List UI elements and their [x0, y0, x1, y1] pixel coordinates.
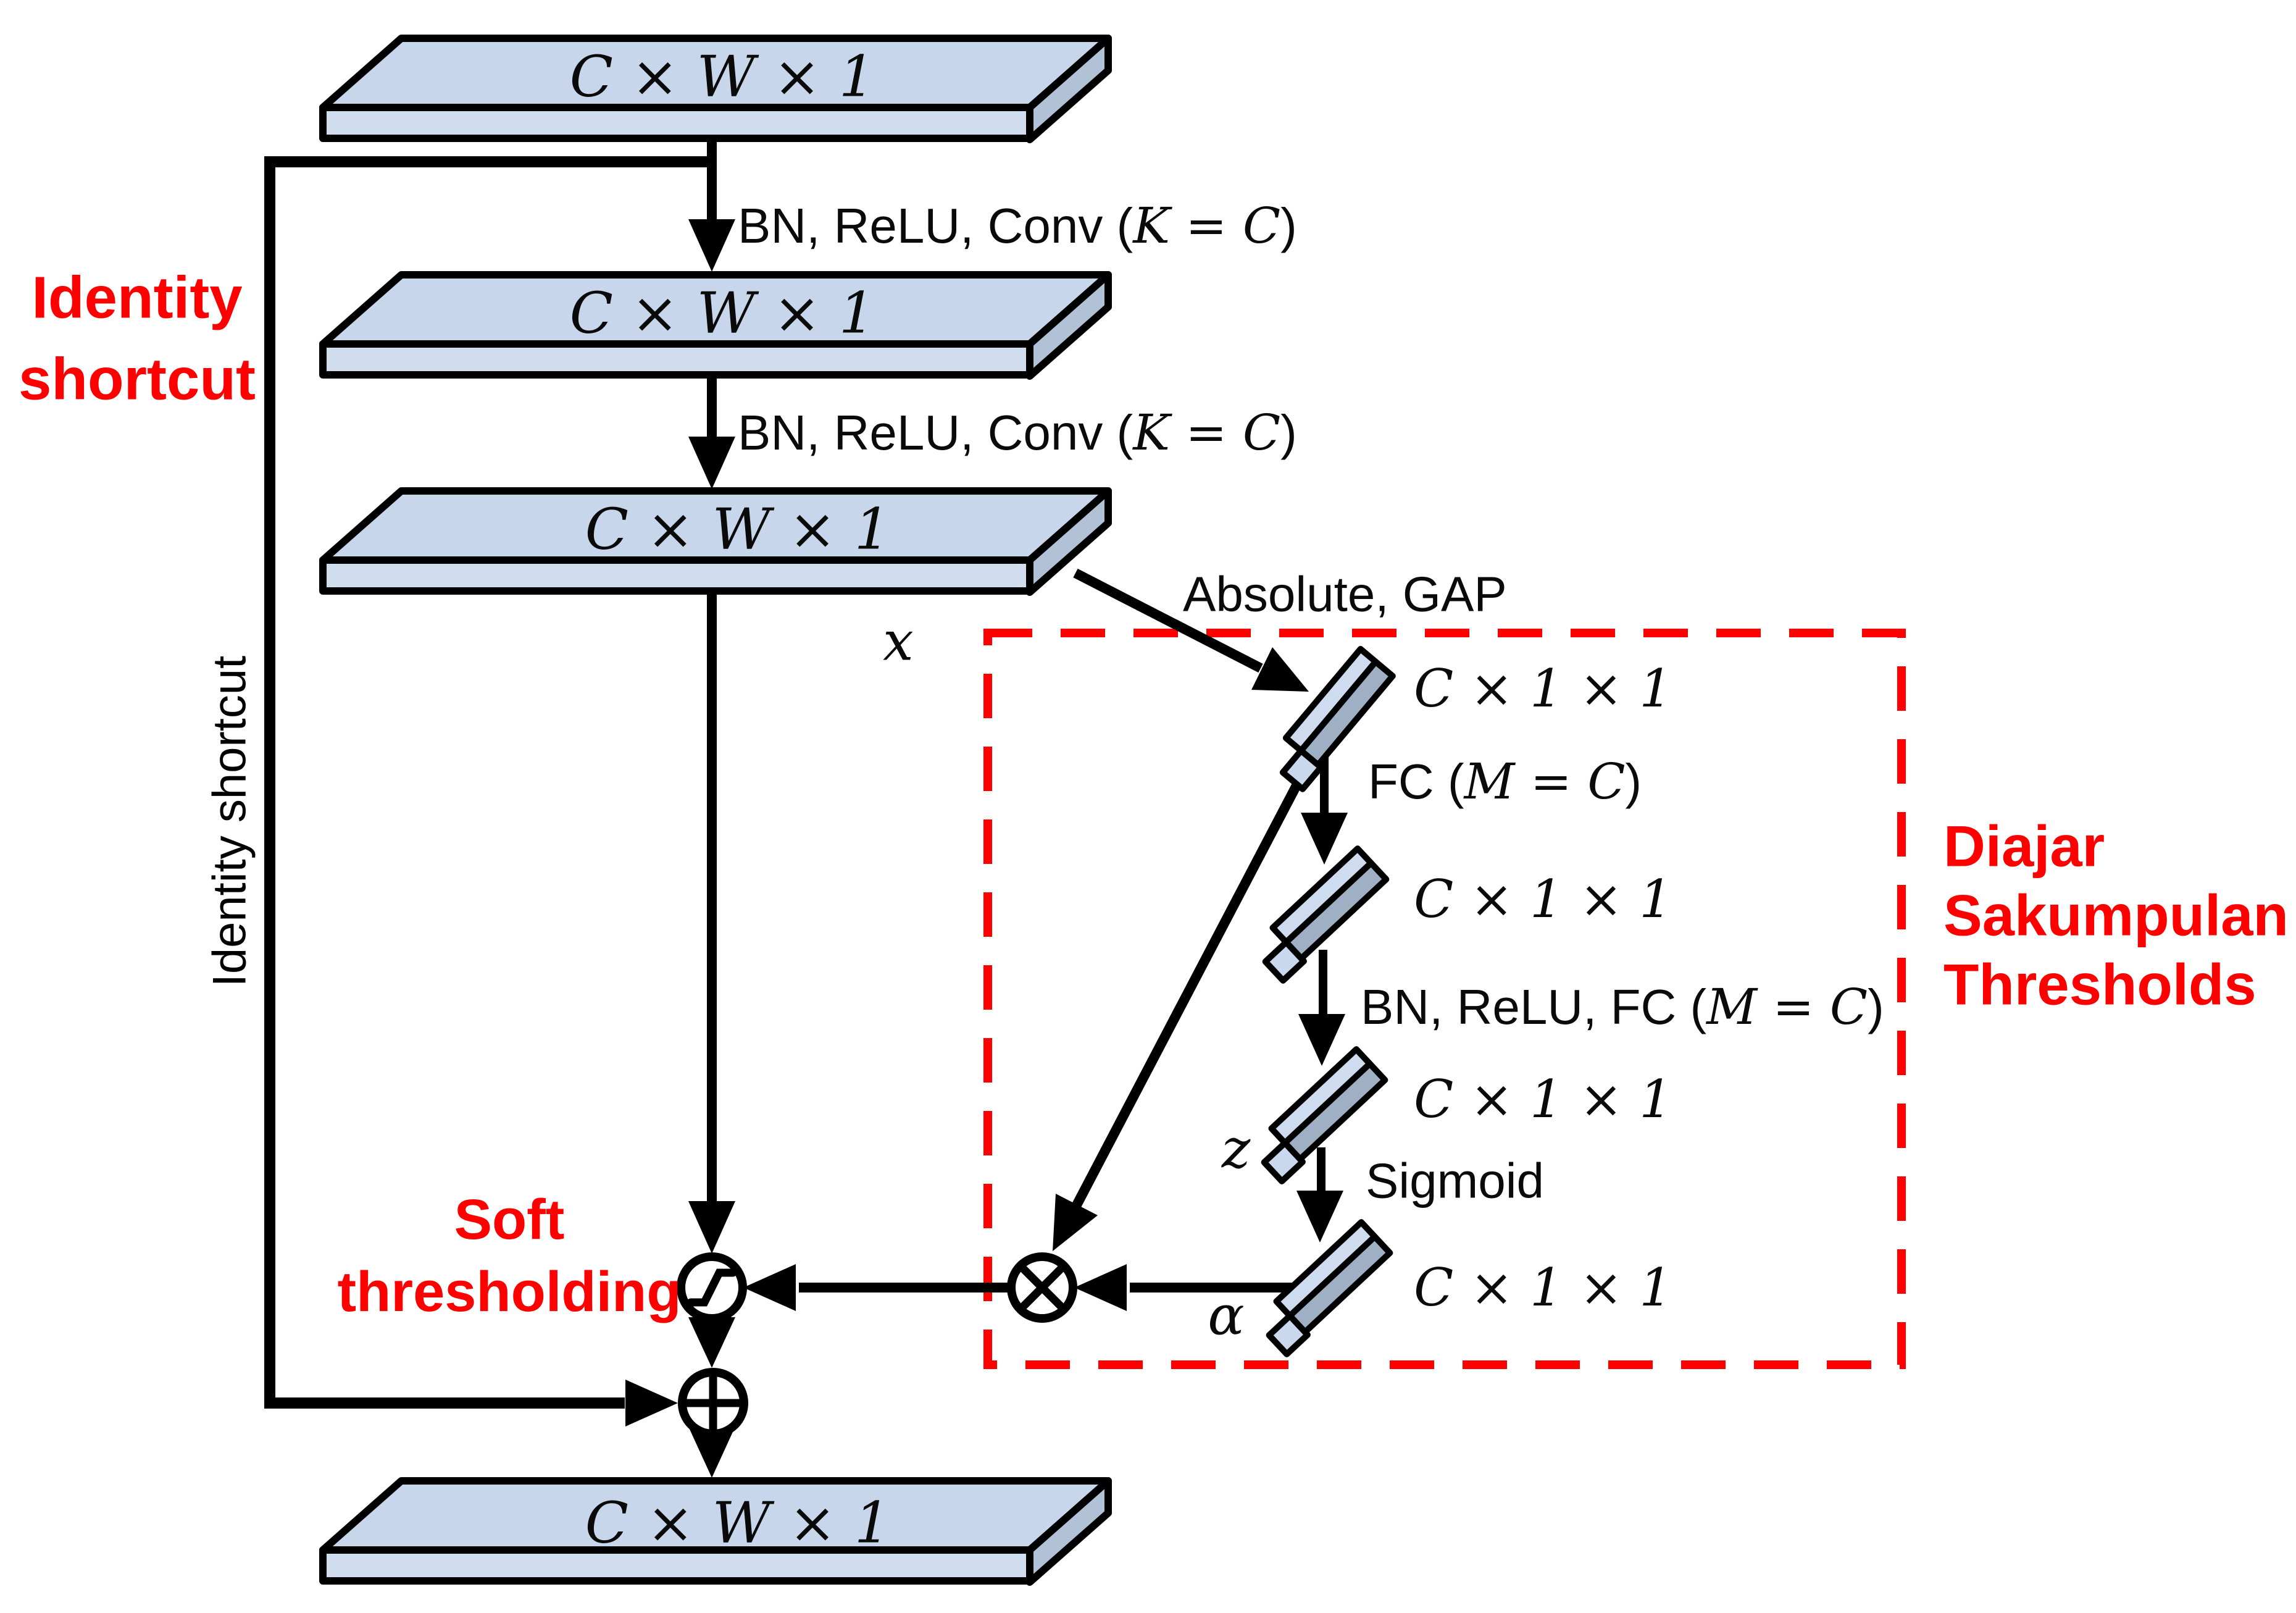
conv2-arrowhead-icon — [688, 437, 735, 489]
input-tensor-slab — [319, 35, 1112, 143]
softthreshold-arrowhead-icon — [688, 1201, 735, 1254]
z-vector-bar — [1261, 1046, 1388, 1184]
soft-thresholding-label-line1: Soft — [454, 1188, 565, 1251]
fc2-op-label: BN, ReLU, FC (M = C) — [1361, 978, 1884, 1036]
variable-alpha-label: α — [1208, 1284, 1244, 1347]
conv1-output-slab — [319, 271, 1112, 380]
multiply-operator-icon — [1007, 1252, 1077, 1323]
alpha-bar-end-face — [1266, 1312, 1311, 1357]
add-arrowhead-icon — [688, 1317, 735, 1368]
identity-shortcut-red-line1: Identity — [31, 265, 242, 331]
alpha-vector-label: C × 1 × 1 — [1414, 1257, 1672, 1318]
fc2-arrowhead-icon — [1298, 1014, 1345, 1066]
thresholds-caption-line2: Sakumpulan — [1943, 883, 2289, 948]
gap-vector-label: C × 1 × 1 — [1414, 658, 1672, 719]
input-slab-label: C × W × 1 — [570, 44, 875, 110]
gap-to-multiply-arrowhead-icon — [1053, 1194, 1098, 1251]
conv2-output-slab — [319, 487, 1112, 596]
fc1-vector-bar — [1262, 845, 1390, 984]
output-tensor-slab — [319, 1477, 1112, 1586]
abs-gap-arrowhead-icon — [1251, 647, 1309, 692]
gap-bar-end-face — [1279, 747, 1324, 792]
conv2-slab-label: C × W × 1 — [585, 496, 891, 563]
output-slab-side-face — [1026, 1477, 1112, 1586]
gap-to-multiply-shaft — [1070, 783, 1301, 1211]
soft-thresholding-label-line2: thresholding — [337, 1260, 681, 1323]
abs-gap-arrow-shaft — [1073, 568, 1263, 673]
sigmoid-op-label: Sigmoid — [1366, 1154, 1544, 1209]
thresholds-caption-line1: Diajar — [1943, 814, 2105, 879]
add-to-output-arrowhead-icon — [688, 1427, 735, 1478]
conv1-slab-label: C × W × 1 — [570, 280, 875, 346]
add-plus — [679, 1369, 747, 1437]
conv2-op-label: BN, ReLU, Conv (K = C) — [738, 404, 1297, 461]
input-slab-front-face — [319, 104, 1033, 142]
z-bar-end-face — [1261, 1139, 1306, 1184]
fc1-arrowhead-icon — [1301, 813, 1348, 865]
conv2-slab-front-face — [319, 556, 1033, 595]
fc1-vector-label: C × 1 × 1 — [1414, 869, 1672, 929]
identity-into-add-arrowhead-icon — [625, 1380, 678, 1427]
gap-vector-bar — [1279, 645, 1396, 792]
identity-shortcut-red-line2: shortcut — [19, 346, 256, 413]
input-slab-side-face — [1026, 35, 1112, 143]
conv1-slab-front-face — [319, 340, 1033, 379]
fc1-bar-end-face — [1262, 939, 1307, 984]
identity-shortcut-vertical-label: Identity shortcut — [204, 656, 256, 987]
variable-x-label: x — [883, 610, 914, 673]
sigmoid-arrowhead-icon — [1296, 1191, 1343, 1242]
output-slab-label: C × W × 1 — [585, 1490, 891, 1556]
conv1-slab-side-face — [1026, 271, 1112, 380]
conv2-slab-side-face — [1026, 487, 1112, 596]
conv1-arrowhead-icon — [688, 219, 735, 272]
thresholds-subnetwork-box — [983, 629, 1906, 1369]
add-operator-icon — [678, 1368, 748, 1438]
abs-gap-op-label: Absolute, GAP — [1183, 567, 1507, 622]
z-vector-label: C × 1 × 1 — [1414, 1069, 1672, 1129]
thresholds-caption-line3: Thresholds — [1943, 952, 2256, 1017]
conv1-op-label: BN, ReLU, Conv (K = C) — [738, 197, 1297, 254]
variable-z-label: z — [1221, 1117, 1251, 1181]
fc1-op-label: FC (M = C) — [1368, 753, 1642, 810]
alpha-vector-bar — [1266, 1219, 1393, 1357]
soft-threshold-curve — [687, 1268, 737, 1307]
multiply-to-softthreshold-arrowhead-icon — [743, 1264, 796, 1311]
soft-threshold-operator-icon — [677, 1252, 747, 1323]
identity-shortcut-line — [264, 156, 712, 1409]
multiply-cross — [1017, 1263, 1067, 1312]
alpha-to-multiply-arrowhead-icon — [1074, 1264, 1127, 1311]
